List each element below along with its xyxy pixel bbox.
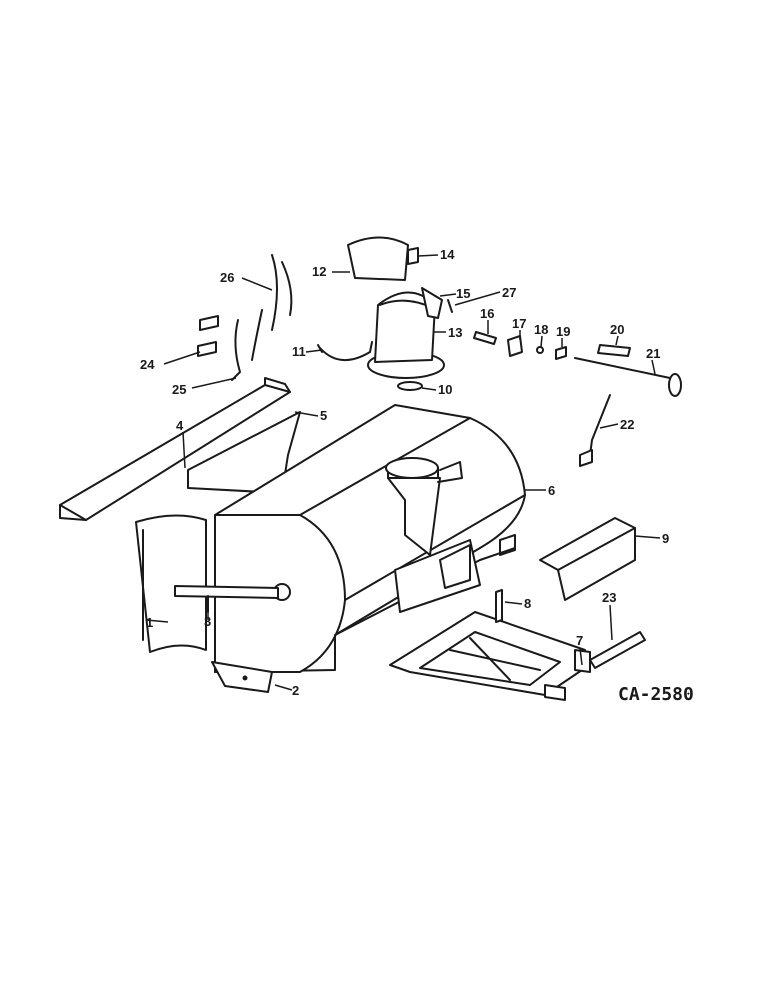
callout-11: 11 <box>292 344 306 359</box>
callout-21: 21 <box>646 346 660 361</box>
pin-part-23 <box>589 631 646 669</box>
callout-4: 4 <box>176 418 184 433</box>
callout-19: 19 <box>556 324 570 339</box>
callout-10: 10 <box>438 382 452 397</box>
clips-part-24 <box>197 315 219 357</box>
gasket-part-10 <box>397 381 423 391</box>
callout-13: 13 <box>448 325 462 340</box>
spring-part-26 <box>271 254 293 331</box>
deflector-part-12 <box>347 236 409 281</box>
callout-labels: 1 2 3 4 5 6 7 8 9 10 11 12 13 14 15 16 1… <box>140 247 669 698</box>
callout-22: 22 <box>620 417 634 432</box>
callout-9: 9 <box>662 531 669 546</box>
cable-part-22 <box>579 394 611 467</box>
callout-7: 7 <box>576 633 583 648</box>
callout-17: 17 <box>512 316 526 331</box>
sleeve-part-20 <box>597 344 631 357</box>
callout-16: 16 <box>480 306 494 321</box>
spring-part-25 <box>231 309 263 381</box>
callout-26: 26 <box>220 270 234 285</box>
callout-18: 18 <box>534 322 548 337</box>
cover-part-9 <box>539 517 636 601</box>
callout-23: 23 <box>602 590 616 605</box>
screw-part-27 <box>447 299 453 313</box>
bolt-part-8 <box>495 589 503 623</box>
callout-3: 3 <box>204 614 211 629</box>
callout-12: 12 <box>312 264 326 279</box>
callout-14: 14 <box>440 247 455 262</box>
bracket-part-14 <box>407 247 419 265</box>
diagram-code: CA-2580 <box>618 684 694 705</box>
bottom-plate-part-2 <box>211 661 273 693</box>
callout-27: 27 <box>502 285 516 300</box>
washer-part-18 <box>536 346 544 354</box>
nut-part-19 <box>555 346 567 360</box>
control-rod-part-21 <box>574 357 682 397</box>
callout-5: 5 <box>320 408 327 423</box>
housing-part-6 <box>214 404 526 673</box>
notched-plate-part-15 <box>421 287 443 319</box>
callout-8: 8 <box>524 596 531 611</box>
frame-part-7 <box>389 611 591 701</box>
callout-24: 24 <box>140 357 155 372</box>
callout-15: 15 <box>456 286 470 301</box>
callout-1: 1 <box>146 615 153 630</box>
bushing-part-17 <box>507 335 523 357</box>
callout-2: 2 <box>292 683 299 698</box>
angle-iron-part-4 <box>59 377 291 521</box>
clamp-part-11 <box>317 341 373 361</box>
callout-6: 6 <box>548 483 555 498</box>
callout-20: 20 <box>610 322 624 337</box>
callout-25: 25 <box>172 382 186 397</box>
side-panel-part-1 <box>135 514 207 653</box>
leader-lines <box>145 254 661 691</box>
bolt-part-16 <box>473 331 497 345</box>
rod-part-3 <box>174 585 279 613</box>
